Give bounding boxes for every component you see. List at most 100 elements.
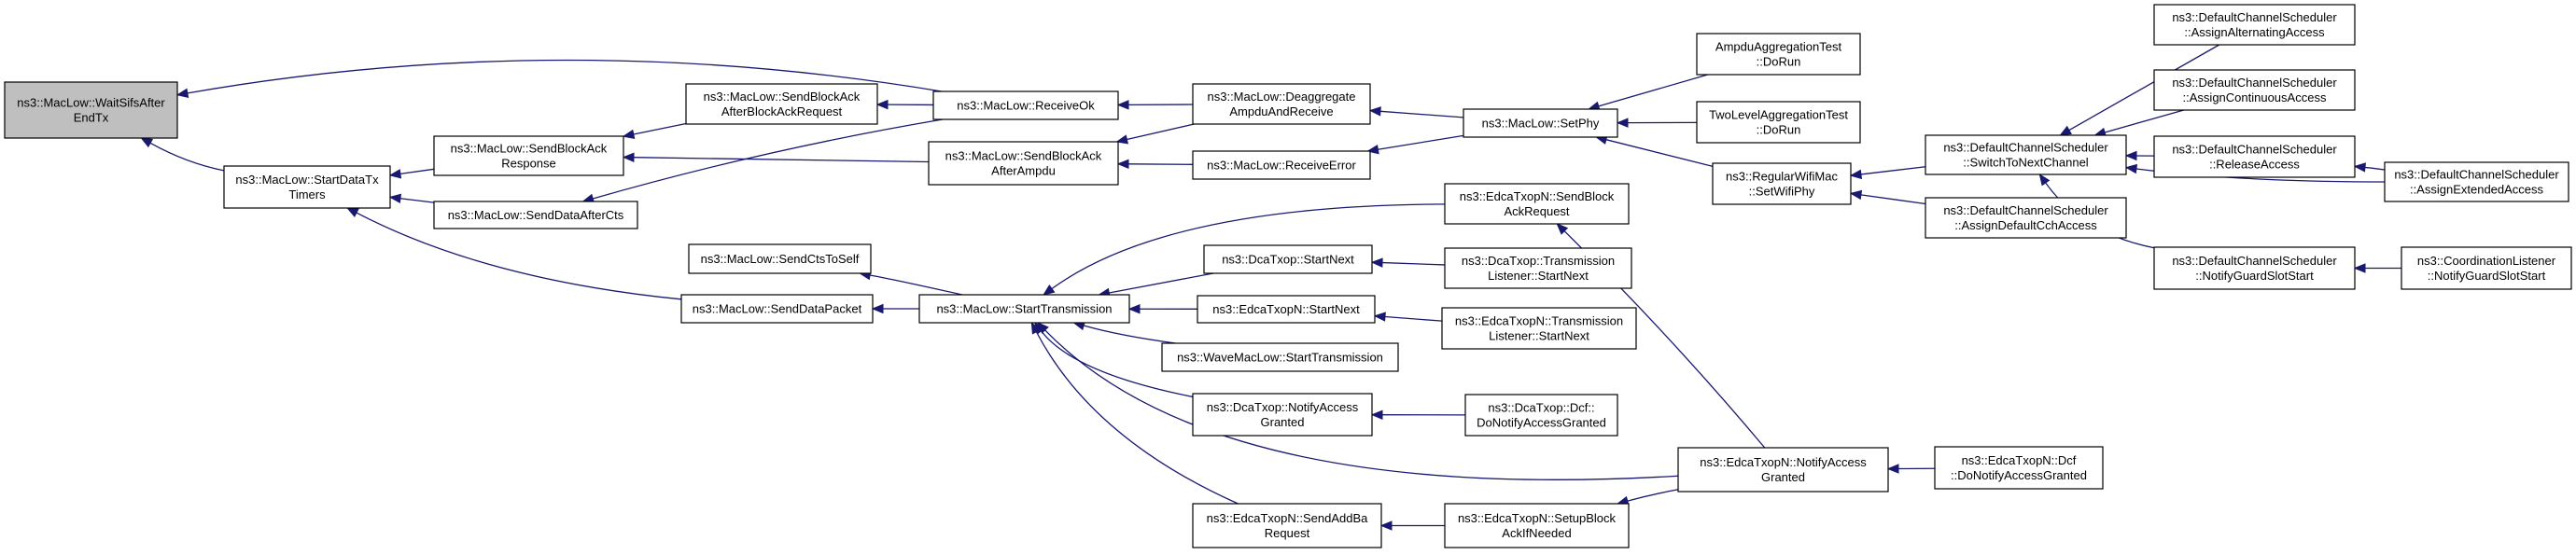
node-starttransmission[interactable]: ns3::MacLow::StartTransmission xyxy=(918,294,1130,324)
node-box xyxy=(2384,161,2569,202)
edge-arrowhead xyxy=(175,88,189,98)
edge-releaseaccess-to-switchtonext xyxy=(2124,150,2155,161)
node-releaseaccess[interactable]: ns3::DefaultChannelScheduler::ReleaseAcc… xyxy=(2153,135,2356,178)
node-setphy[interactable]: ns3::MacLow::SetPhy xyxy=(1463,108,1618,138)
node-label-line: AckRequest xyxy=(1504,204,1569,218)
node-box xyxy=(1192,503,1382,548)
edge-twoleveltest-to-setphy xyxy=(1616,118,1698,128)
node-senddataaftercts[interactable]: ns3::MacLow::SendDataAfterCts xyxy=(433,201,638,229)
node-label-line: ns3::DcaTxop::Dcf:: xyxy=(1488,401,1594,415)
node-label-line: ::DoNotifyAccessGranted xyxy=(1951,468,2087,482)
edge-regularsetphy-to-setphy xyxy=(1594,134,1714,168)
node-label-line: Listener::StartNext xyxy=(1488,269,1589,283)
node-twoleveltest[interactable]: TwoLevelAggregationTest::DoRun xyxy=(1696,101,1861,144)
node-ampdutest[interactable]: AmpduAggregationTest::DoRun xyxy=(1696,33,1861,76)
edge-edcadcfnotify-to-edcanotifyaccess xyxy=(1886,464,1936,474)
edge-line xyxy=(1598,74,1708,107)
node-label-line: ns3::MacLow::SendDataPacket xyxy=(693,302,862,316)
edge-line xyxy=(1381,261,1446,266)
node-box xyxy=(1441,307,1637,350)
edge-line xyxy=(1605,139,1714,168)
node-assignextended[interactable]: ns3::DefaultChannelScheduler::AssignExte… xyxy=(2384,161,2569,202)
node-dcadcfnotify[interactable]: ns3::DcaTxop::Dcf::DoNotifyAccessGranted xyxy=(1464,394,1618,437)
node-sendctstoself[interactable]: ns3::MacLow::SendCtsToSelf xyxy=(688,243,872,274)
node-label-line: Response xyxy=(501,157,556,171)
node-coordlistener[interactable]: ns3::CoordinationListener::NotifyGuardSl… xyxy=(2401,246,2572,290)
node-assigncontinuous[interactable]: ns3::DefaultChannelScheduler::AssignCont… xyxy=(2153,69,2356,111)
edge-line xyxy=(399,198,435,203)
node-dcanotifyaccess[interactable]: ns3::DcaTxop::NotifyAccessGranted xyxy=(1192,393,1373,437)
edge-arrowhead xyxy=(1116,100,1129,110)
edge-line xyxy=(1083,325,1176,344)
node-senddatapacket[interactable]: ns3::MacLow::SendDataPacket xyxy=(680,294,874,324)
node-box xyxy=(433,201,638,229)
edge-deaggregate-to-receiveok xyxy=(1116,100,1194,110)
node-assignalternating[interactable]: ns3::DefaultChannelScheduler::AssignAlte… xyxy=(2153,4,2356,46)
node-box xyxy=(1444,247,1632,289)
edge-arrowhead xyxy=(2124,150,2137,161)
node-dcastartnext[interactable]: ns3::DcaTxop::StartNext xyxy=(1203,244,1373,274)
node-label-line: ns3::WaveMacLow::StartTransmission xyxy=(1177,351,1383,365)
edge-arrowhead xyxy=(622,129,636,140)
node-edcadcfnotify[interactable]: ns3::EdcaTxopN::Dcf::DoNotifyAccessGrant… xyxy=(1934,446,2104,490)
node-switchtonext[interactable]: ns3::DefaultChannelScheduler::SwitchToNe… xyxy=(1925,134,2127,175)
edge-arrowhead xyxy=(1030,321,1042,335)
node-label-line: Granted xyxy=(1261,415,1305,429)
node-box xyxy=(2153,246,2356,290)
node-regularsetphy[interactable]: ns3::RegularWifiMac::SetWifiPhy xyxy=(1712,162,1852,205)
edge-arrowhead xyxy=(622,152,635,162)
node-dcatxlistener[interactable]: ns3::DcaTxop::TransmissionListener::Star… xyxy=(1444,247,1632,289)
edge-line xyxy=(2364,166,2386,171)
edge-arrowhead xyxy=(1616,118,1629,128)
node-receiveerror[interactable]: ns3::MacLow::ReceiveError xyxy=(1192,150,1371,180)
node-label-line: DoNotifyAccessGranted xyxy=(1477,416,1606,430)
edge-line xyxy=(1378,134,1464,150)
edge-line xyxy=(1860,194,1926,205)
node-label-line: ns3::MacLow::StartDataTx xyxy=(235,173,379,187)
node-receiveok[interactable]: ns3::MacLow::ReceiveOk xyxy=(932,90,1119,120)
edge-arrowhead xyxy=(1370,257,1383,268)
node-box xyxy=(1203,244,1373,274)
node-label-line: EndTx xyxy=(74,111,109,125)
node-edcatxlistener[interactable]: ns3::EdcaTxopN::TransmissionListener::St… xyxy=(1441,307,1637,350)
node-label-line: ::SwitchToNextChannel xyxy=(1963,156,2089,170)
edge-receiveok-to-waitsifs xyxy=(175,59,942,98)
edge-line xyxy=(592,118,944,200)
node-box xyxy=(918,294,1130,324)
node-label-line: ::AssignContinuousAccess xyxy=(2183,90,2327,104)
node-label-line: ::NotifyGuardSlotStart xyxy=(2428,269,2546,283)
node-edcanotifyaccess[interactable]: ns3::EdcaTxopN::NotifyAccessGranted xyxy=(1677,447,1889,493)
edge-assignalternating-to-switchtonext xyxy=(2059,44,2220,136)
node-assigndefaultcch[interactable]: ns3::DefaultChannelScheduler::AssignDefa… xyxy=(1925,197,2127,239)
edge-line xyxy=(1044,329,1679,480)
node-notifyguard[interactable]: ns3::DefaultChannelScheduler::NotifyGuar… xyxy=(2153,246,2356,290)
edge-arrowhead xyxy=(1116,159,1129,170)
node-label-line: ns3::MacLow::SetPhy xyxy=(1482,117,1600,131)
node-label-line: ns3::MacLow::SendBlockAck xyxy=(945,149,1102,163)
edge-edcanotifyaccess-to-edcasetupblockack xyxy=(1616,489,1679,506)
node-edcastartnext[interactable]: ns3::EdcaTxopN::StartNext xyxy=(1197,295,1376,324)
edge-line xyxy=(1051,203,1446,290)
edge-line xyxy=(2068,44,2220,132)
node-box xyxy=(1444,183,1630,225)
node-box xyxy=(1934,446,2104,490)
edge-assignextended-to-releaseaccess xyxy=(2353,162,2386,173)
edge-dcadcfnotify-to-dcanotifyaccess xyxy=(1370,409,1466,420)
edge-arrowhead xyxy=(2353,263,2366,273)
nodes-layer: ns3::MacLow::WaitSifsAfterEndTxns3::MacL… xyxy=(4,4,2572,548)
node-box xyxy=(932,90,1119,120)
node-box xyxy=(680,294,874,324)
node-label-line: ns3::EdcaTxopN::SendBlock xyxy=(1460,189,1615,203)
node-label-line: Granted xyxy=(1761,470,1805,484)
node-wavestarttx[interactable]: ns3::WaveMacLow::StartTransmission xyxy=(1161,342,1399,372)
node-sendblockackafterbar[interactable]: ns3::MacLow::SendBlockAckAfterBlockAckRe… xyxy=(685,83,878,125)
